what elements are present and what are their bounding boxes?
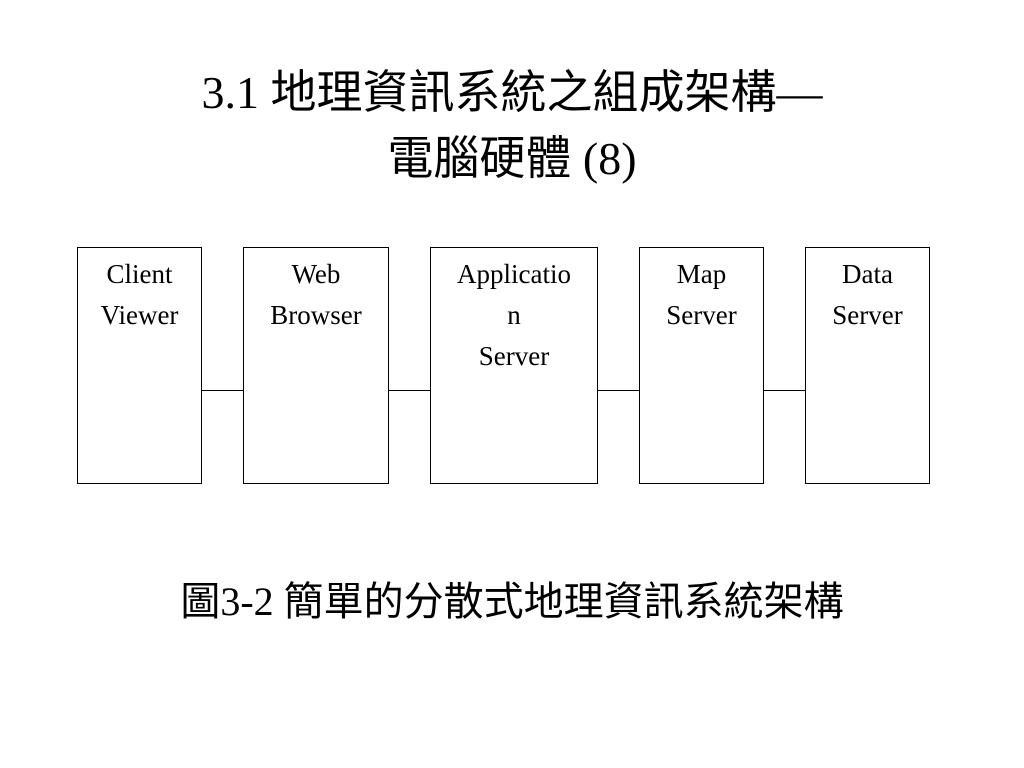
box-map-server: Map Server: [639, 247, 764, 484]
box-web-browser: Web Browser: [243, 247, 389, 484]
box-label-line: n: [507, 300, 521, 330]
figure-caption: 圖3-2 簡單的分散式地理資訊系統架構: [180, 579, 844, 624]
slide-title-line-2: 電腦硬體 (8): [387, 133, 637, 184]
connector-line: [202, 390, 243, 391]
box-application-server: Applicatio n Server: [430, 247, 598, 484]
box-label-line: Map: [676, 259, 727, 289]
box-label-line: Web: [291, 259, 341, 289]
box-label-line: Applicatio: [457, 259, 571, 289]
connector-line: [389, 390, 430, 391]
slide-title-line-1: 3.1 地理資訊系統之組成架構—: [201, 67, 823, 118]
box-label-line: Viewer: [100, 300, 179, 330]
box-label-line: Server: [666, 300, 737, 330]
connector-line: [764, 390, 805, 391]
connector-line: [598, 390, 639, 391]
box-label-line: Server: [832, 300, 903, 330]
box-label-line: Data: [842, 259, 893, 289]
box-label-line: Server: [478, 341, 550, 371]
box-data-server: Data Server: [805, 247, 930, 484]
box-label-line: Browser: [270, 300, 362, 330]
slide-title: 3.1 地理資訊系統之組成架構— 電腦硬體 (8): [40, 60, 984, 192]
box-label-line: Client: [106, 259, 173, 289]
box-client-viewer: Client Viewer: [77, 247, 202, 484]
